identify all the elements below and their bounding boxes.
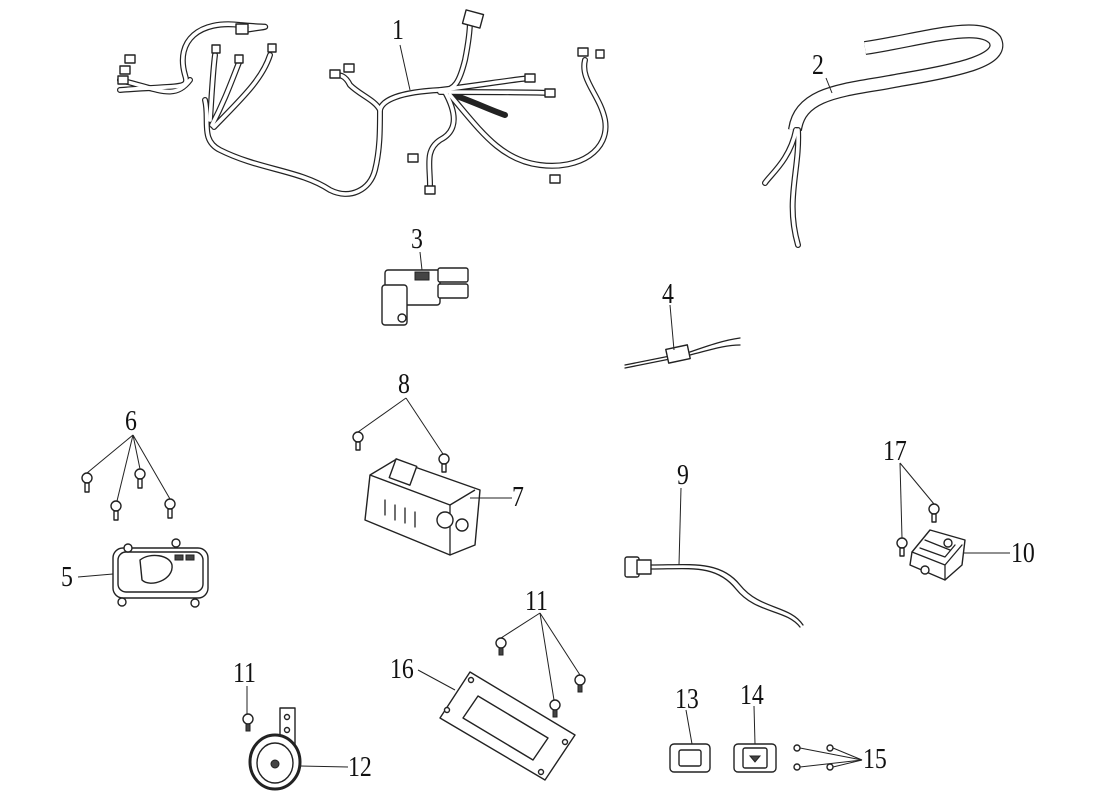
part-16-mounting-plate[interactable]: [439, 671, 576, 781]
callout-8: 8: [398, 369, 410, 400]
leader-lines: [77, 44, 1010, 768]
callout-1: 1: [392, 15, 404, 46]
part-3-connector[interactable]: [381, 267, 469, 326]
part-4-inline-connector[interactable]: [624, 337, 741, 369]
callout-10: 10: [1011, 538, 1035, 569]
callout-6: 6: [125, 406, 137, 437]
part-1-wiring-harness[interactable]: [117, 9, 609, 197]
callout-2: 2: [812, 50, 824, 81]
callout-3: 3: [411, 224, 423, 255]
part-10-relay-module[interactable]: [909, 529, 966, 581]
callout-14: 14: [740, 680, 764, 711]
part-17-screws[interactable]: [896, 503, 940, 557]
part-12-horn[interactable]: [248, 707, 302, 791]
callout-12: 12: [348, 752, 372, 783]
callout-17: 17: [883, 436, 907, 467]
callout-5: 5: [61, 562, 73, 593]
part-6-screws[interactable]: [81, 468, 176, 521]
callout-7: 7: [512, 482, 524, 513]
callout-15: 15: [863, 744, 887, 775]
callout-11b: 11: [233, 658, 256, 689]
callout-13: 13: [675, 684, 699, 715]
part-2-cable[interactable]: [762, 24, 1004, 248]
part-14-socket-cover[interactable]: [733, 743, 777, 773]
callout-4: 4: [662, 279, 674, 310]
part-11-horn-bolt[interactable]: [242, 713, 254, 732]
callout-16: 16: [390, 654, 414, 685]
part-11-bolts[interactable]: [495, 637, 586, 718]
callout-11a: 11: [525, 586, 548, 617]
callout-9: 9: [677, 460, 689, 491]
part-15-screws[interactable]: [793, 744, 834, 771]
part-7-controller-box[interactable]: [364, 458, 481, 556]
part-9-sensor-wire[interactable]: [624, 556, 804, 628]
part-13-gasket[interactable]: [669, 743, 711, 773]
part-5-switch-module[interactable]: [112, 538, 209, 608]
